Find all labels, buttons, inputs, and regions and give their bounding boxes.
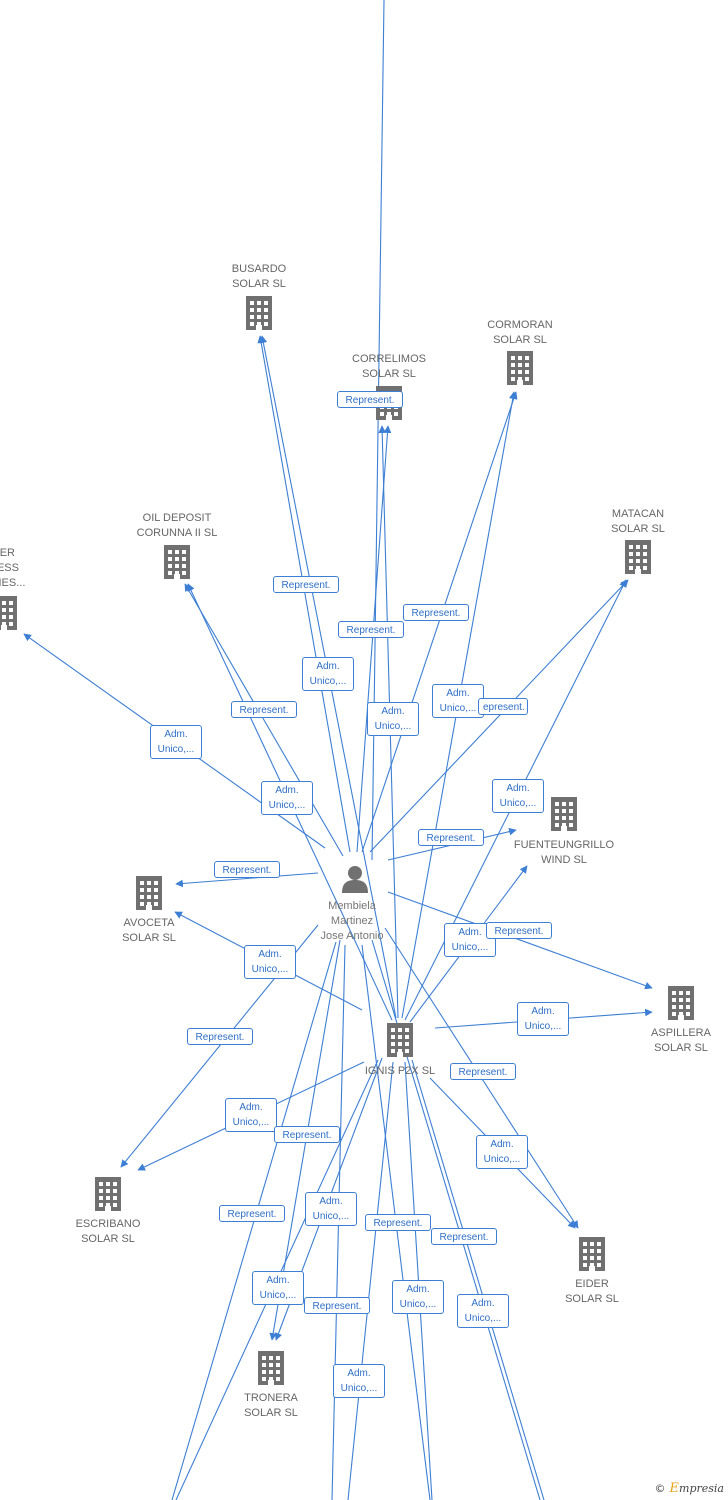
edge-label-represent[interactable]: Represent.: [486, 922, 552, 939]
company-label[interactable]: BUSARDO SOLAR SL: [231, 263, 287, 290]
building-icon[interactable]: [385, 1023, 415, 1062]
company-label[interactable]: ESCRIBANO SOLAR SL: [75, 1218, 141, 1245]
edge-label-adm[interactable]: Adm. Unico,...: [457, 1294, 509, 1328]
company-label[interactable]: EIDER SOLAR SL: [565, 1278, 619, 1305]
company-label[interactable]: TER NESS EGIES...: [0, 547, 26, 589]
edge-label-adm[interactable]: Adm. Unico,...: [150, 725, 202, 759]
company-label[interactable]: TRONERA SOLAR SL: [244, 1392, 298, 1419]
building-icon[interactable]: [549, 797, 579, 836]
edge-line: [361, 391, 518, 853]
edge-label-represent[interactable]: Represent.: [365, 1214, 431, 1231]
edge-label-represent[interactable]: Represent.: [214, 861, 280, 878]
edge-line: [175, 872, 319, 888]
building-icon[interactable]: [162, 545, 192, 584]
building-icon[interactable]: [93, 1177, 123, 1216]
edge-label-adm[interactable]: Adm. Unico,...: [476, 1135, 528, 1169]
building-icon[interactable]: [0, 596, 19, 635]
building-icon[interactable]: [134, 876, 164, 915]
edge-label-adm[interactable]: Adm. Unico,...: [367, 702, 419, 736]
person-name[interactable]: Membiela Martinez Jose Antonio: [320, 900, 384, 942]
company-label[interactable]: ASPILLERA SOLAR SL: [651, 1027, 711, 1054]
edge-line: [257, 335, 351, 853]
edge-label-adm[interactable]: Adm. Unico,...: [225, 1098, 277, 1132]
edge-label-represent[interactable]: Represent.: [431, 1228, 497, 1245]
edge-label-adm[interactable]: Adm. Unico,...: [517, 1002, 569, 1036]
edge-line: [356, 425, 392, 853]
edge-label-represent[interactable]: Represent.: [450, 1063, 516, 1080]
edge-label-adm[interactable]: Adm. Unico,...: [252, 1271, 304, 1305]
edge-line: [411, 1059, 545, 1500]
company-label[interactable]: FUENTEUNGRILLO WIND SL: [513, 839, 615, 866]
building-icon[interactable]: [577, 1237, 607, 1276]
edge-label-represent[interactable]: Represent.: [304, 1297, 370, 1314]
edge-label-represent[interactable]: Represent.: [403, 604, 469, 621]
building-icon[interactable]: [666, 986, 696, 1025]
edge-label-adm[interactable]: Adm. Unico,...: [333, 1364, 385, 1398]
edge-label-represent[interactable]: Represent.: [273, 576, 339, 593]
edge-label-adm[interactable]: Adm. Unico,...: [302, 657, 354, 691]
edge-label-adm[interactable]: Adm. Unico,...: [432, 684, 484, 718]
brand-watermark: ©Empresia: [654, 1481, 724, 1496]
company-label[interactable]: IGNIS P2X SL: [364, 1065, 436, 1077]
company-label[interactable]: OIL DEPOSIT CORUNNA II SL: [136, 512, 218, 539]
edge-label-adm[interactable]: Adm. Unico,...: [492, 779, 544, 813]
edge-line: [387, 891, 653, 990]
edge-label-represent[interactable]: Represent.: [274, 1126, 340, 1143]
edge-label-adm[interactable]: Adm. Unico,...: [305, 1192, 357, 1226]
edge-label-represent[interactable]: Represent.: [219, 1205, 285, 1222]
building-icon[interactable]: [256, 1351, 286, 1390]
edge-line: [347, 1061, 394, 1500]
edge-label-represent[interactable]: epresent.: [478, 698, 528, 715]
company-label[interactable]: CORRELIMOS SOLAR SL: [352, 353, 426, 380]
edge-label-represent[interactable]: Represent.: [337, 391, 403, 408]
person-icon[interactable]: [341, 864, 369, 899]
company-label[interactable]: AVOCETA SOLAR SL: [122, 917, 176, 944]
edge-label-adm[interactable]: Adm. Unico,...: [392, 1280, 444, 1314]
edge-label-represent[interactable]: Represent.: [187, 1028, 253, 1045]
edge-line: [184, 583, 344, 857]
company-label[interactable]: CORMORAN SOLAR SL: [487, 319, 553, 346]
edge-label-adm[interactable]: Adm. Unico,...: [244, 945, 296, 979]
edge-label-represent[interactable]: Represent.: [418, 829, 484, 846]
edge-line: [369, 579, 629, 853]
edge-label-adm[interactable]: Adm. Unico,...: [261, 781, 313, 815]
building-icon[interactable]: [244, 296, 274, 335]
building-icon[interactable]: [505, 351, 535, 390]
edge-label-represent[interactable]: Represent.: [231, 701, 297, 718]
company-label[interactable]: MATACAN SOLAR SL: [611, 508, 665, 535]
building-icon[interactable]: [623, 540, 653, 579]
edge-label-represent[interactable]: Represent.: [338, 621, 404, 638]
